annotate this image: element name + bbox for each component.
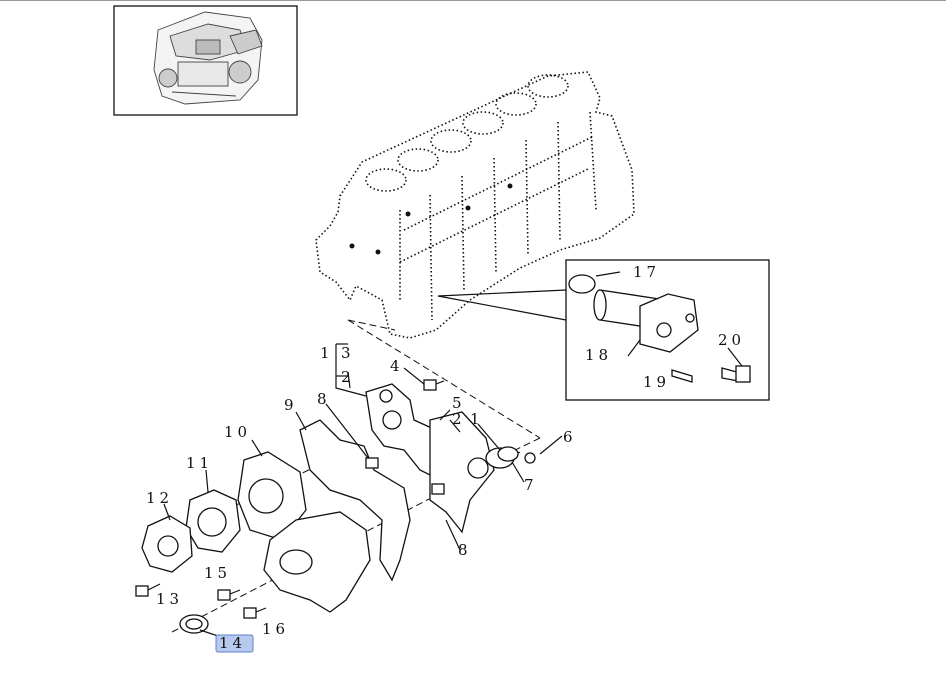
callout-8-bottom[interactable]: 8 — [458, 541, 472, 559]
callout-15[interactable]: 15 — [204, 564, 231, 582]
callout-2-left[interactable]: 2 — [341, 368, 355, 386]
selected-callout-highlight — [215, 634, 254, 653]
engine-block[interactable] — [315, 71, 635, 339]
callout-labels: 1 2 2 3 4 5 6 7 8 8 9 10 11 12 1 13 14 1… — [146, 263, 745, 652]
top-divider — [0, 0, 946, 1]
callout-11[interactable]: 11 — [186, 454, 213, 472]
callout-7[interactable]: 7 — [524, 476, 538, 494]
callout-16[interactable]: 16 — [262, 620, 289, 638]
detail-inset[interactable] — [437, 259, 770, 401]
callout-20[interactable]: 20 — [718, 331, 745, 349]
callout-5[interactable]: 5 — [452, 394, 466, 412]
callout-6[interactable]: 6 — [563, 428, 577, 446]
engine-thumbnail[interactable] — [113, 5, 298, 116]
callout-12[interactable]: 12 — [146, 489, 173, 507]
callout-17[interactable]: 17 — [633, 263, 660, 281]
callout-14[interactable]: 14 — [219, 634, 246, 652]
leader-lines — [163, 271, 743, 637]
callout-4[interactable]: 4 — [390, 357, 404, 375]
callout-9[interactable]: 9 — [284, 396, 298, 414]
callout-19[interactable]: 19 — [643, 373, 670, 391]
front-cover-parts[interactable] — [141, 383, 536, 634]
callout-3[interactable]: 3 — [341, 344, 355, 362]
callout-18[interactable]: 18 — [585, 346, 612, 364]
callout-10[interactable]: 10 — [224, 423, 251, 441]
callout-1-stack[interactable]: 1 — [320, 344, 334, 362]
callout-1[interactable]: 1 — [470, 410, 484, 428]
bolts[interactable] — [135, 379, 445, 619]
callout-8-top[interactable]: 8 — [317, 390, 331, 408]
callout-13[interactable]: 13 — [156, 590, 183, 608]
callout-2-right[interactable]: 2 — [452, 410, 466, 428]
